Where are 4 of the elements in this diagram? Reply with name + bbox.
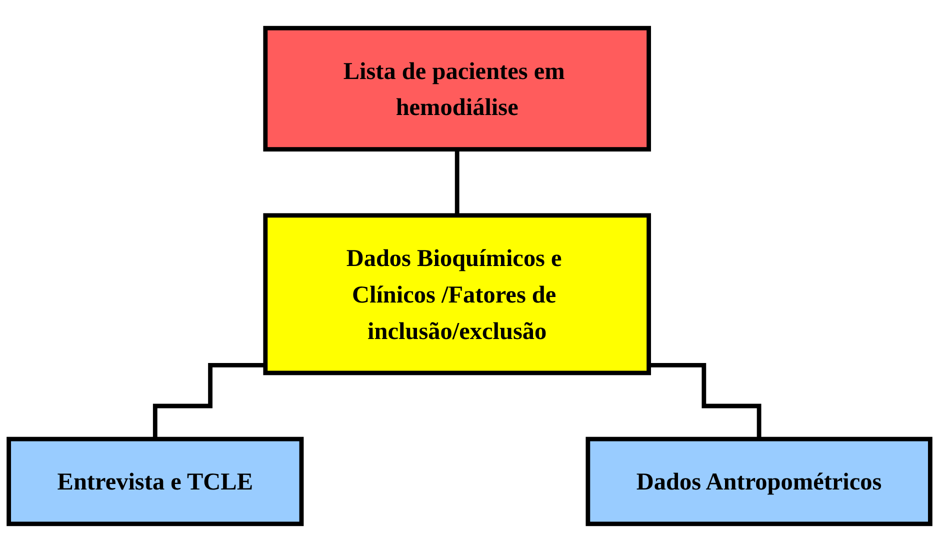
node-box: Lista de pacientes em hemodiálise (263, 26, 651, 152)
node-box: Dados Antropométricos (586, 436, 932, 526)
node-box: Entrevista e TCLE (6, 436, 304, 526)
node-box: Dados Bioquímicos e Clínicos /Fatores de inclusão/exclusão (263, 213, 651, 376)
